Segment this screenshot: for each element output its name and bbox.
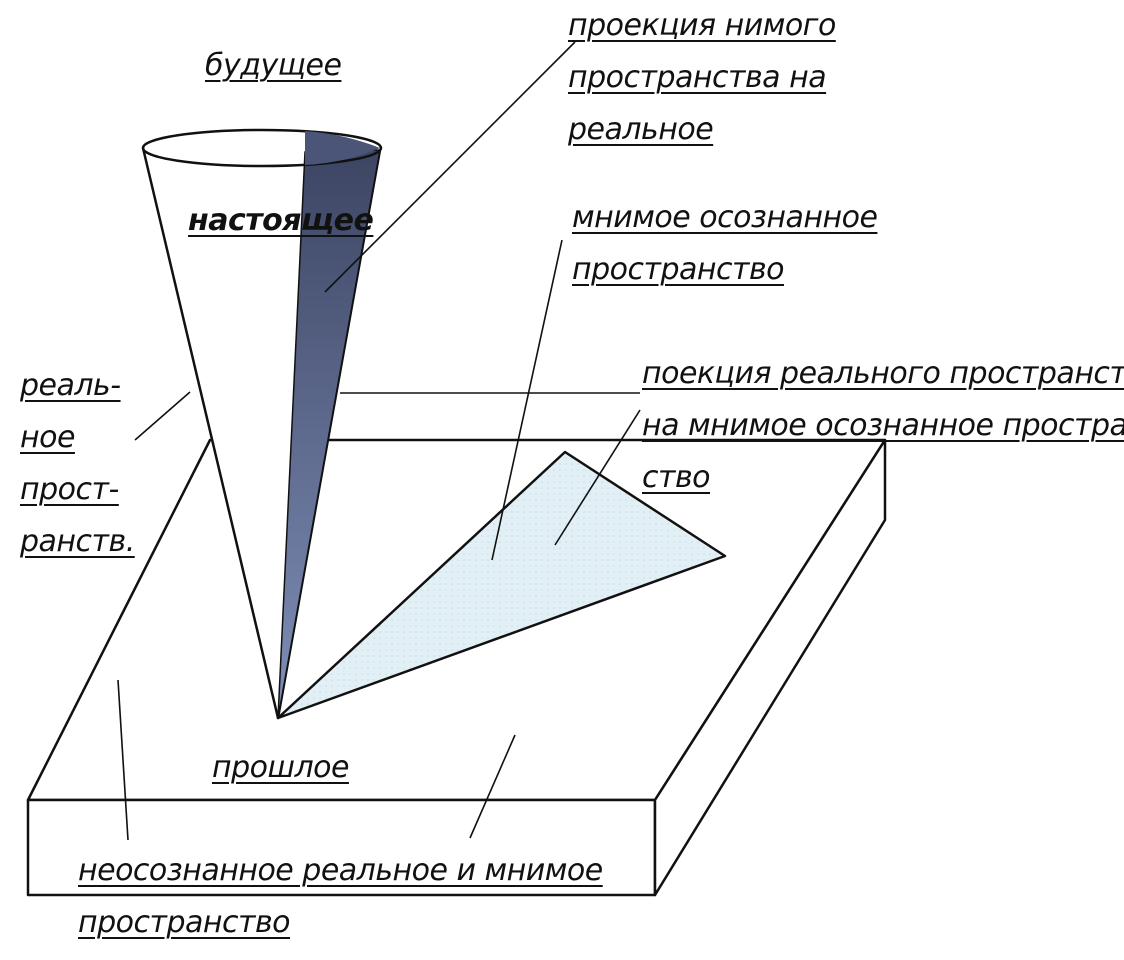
cone-top-shaded — [305, 131, 380, 165]
leader-unconscious-left — [117, 679, 129, 841]
imaginary-space-triangle — [276, 450, 727, 720]
slab-plate — [26, 438, 887, 897]
label-unconscious-space: неосознанное реальное и мнимое пространс… — [78, 853, 603, 940]
leader-real-space — [134, 391, 191, 441]
label-past: прошлое — [212, 750, 349, 785]
cone-top-ellipse — [141, 128, 383, 168]
leader-lines — [117, 41, 641, 841]
slab-right-face — [653, 438, 887, 897]
label-present: настоящее — [188, 203, 374, 238]
label-imaginary-conscious-space: мнимое осознанное пространство — [572, 200, 878, 287]
label-future: будущее — [205, 48, 342, 83]
leader-projection-imaginary — [324, 41, 576, 293]
label-imaginary-projection: проекция нимого пространства на реальное — [568, 8, 836, 147]
label-real-projection: поекция реального пространства на мнимое… — [642, 356, 1124, 495]
leader-real-projection — [554, 409, 641, 546]
leader-unconscious-right — [469, 734, 516, 839]
label-real-space: реаль- ное прост- ранств. — [20, 368, 135, 559]
leader-conscious-space — [491, 239, 563, 561]
